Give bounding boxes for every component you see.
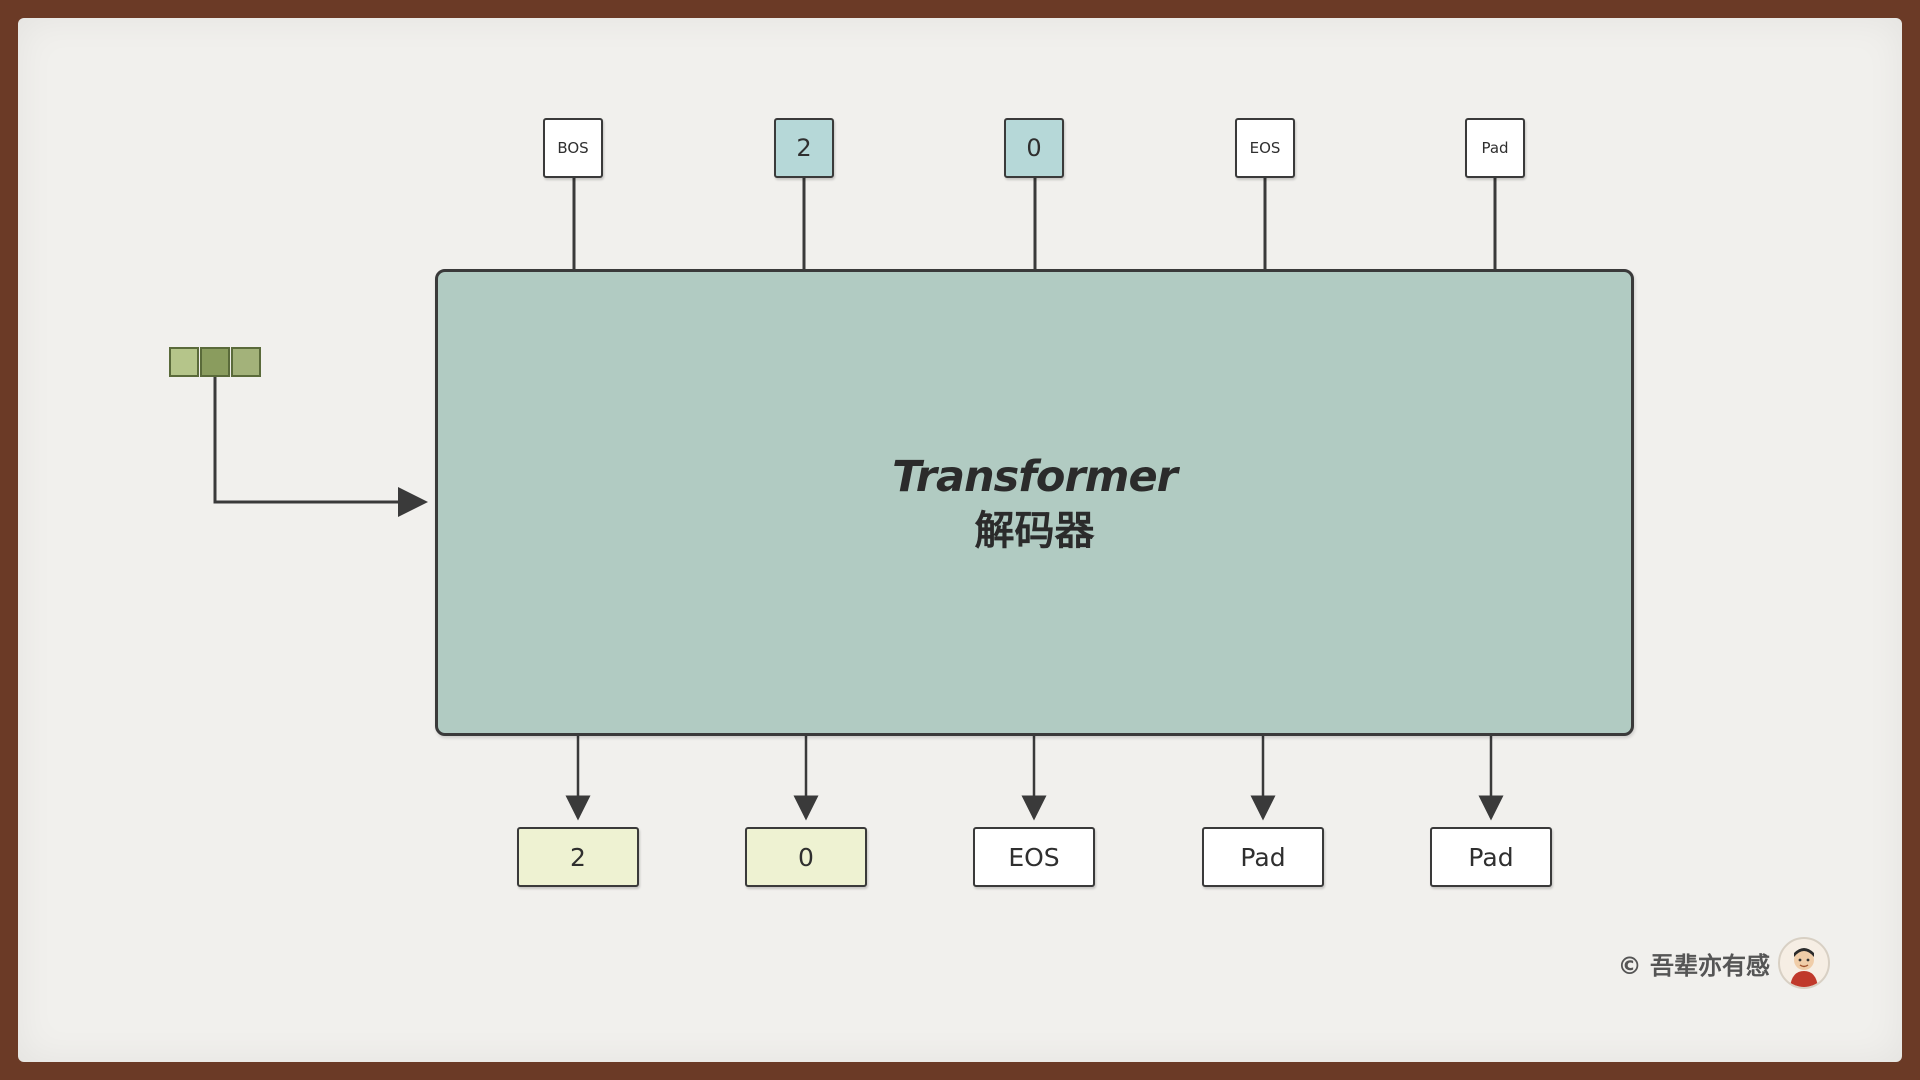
input-token-0: 0 bbox=[1004, 118, 1064, 178]
context-vector-cell bbox=[200, 347, 230, 377]
slide-frame: BOS 2 0 EOS Pad Transformer 解码器 2 0 EOS … bbox=[18, 18, 1902, 1062]
decoder-title: Transformer bbox=[892, 451, 1178, 502]
diagram-canvas: BOS 2 0 EOS Pad Transformer 解码器 2 0 EOS … bbox=[18, 18, 1902, 1062]
context-vector-cell bbox=[231, 347, 261, 377]
transformer-decoder-block: Transformer 解码器 bbox=[435, 269, 1634, 736]
input-token-2: 2 bbox=[774, 118, 834, 178]
copyright-text: © 吾辈亦有感 bbox=[1617, 951, 1770, 980]
output-token-2: 2 bbox=[517, 827, 639, 887]
output-token-pad-2: Pad bbox=[1430, 827, 1552, 887]
input-token-pad: Pad bbox=[1465, 118, 1525, 178]
connection-wires bbox=[213, 178, 1504, 821]
decoder-subtitle: 解码器 bbox=[974, 507, 1095, 554]
output-token-eos: EOS bbox=[973, 827, 1095, 887]
author-avatar bbox=[1778, 937, 1830, 989]
context-vector-cell bbox=[169, 347, 199, 377]
avatar-portrait-icon bbox=[1790, 948, 1818, 987]
input-token-eos: EOS bbox=[1235, 118, 1295, 178]
context-connector bbox=[213, 377, 428, 517]
output-token-pad-1: Pad bbox=[1202, 827, 1324, 887]
output-token-0: 0 bbox=[745, 827, 867, 887]
input-token-bos: BOS bbox=[543, 118, 603, 178]
context-vector bbox=[169, 347, 262, 377]
